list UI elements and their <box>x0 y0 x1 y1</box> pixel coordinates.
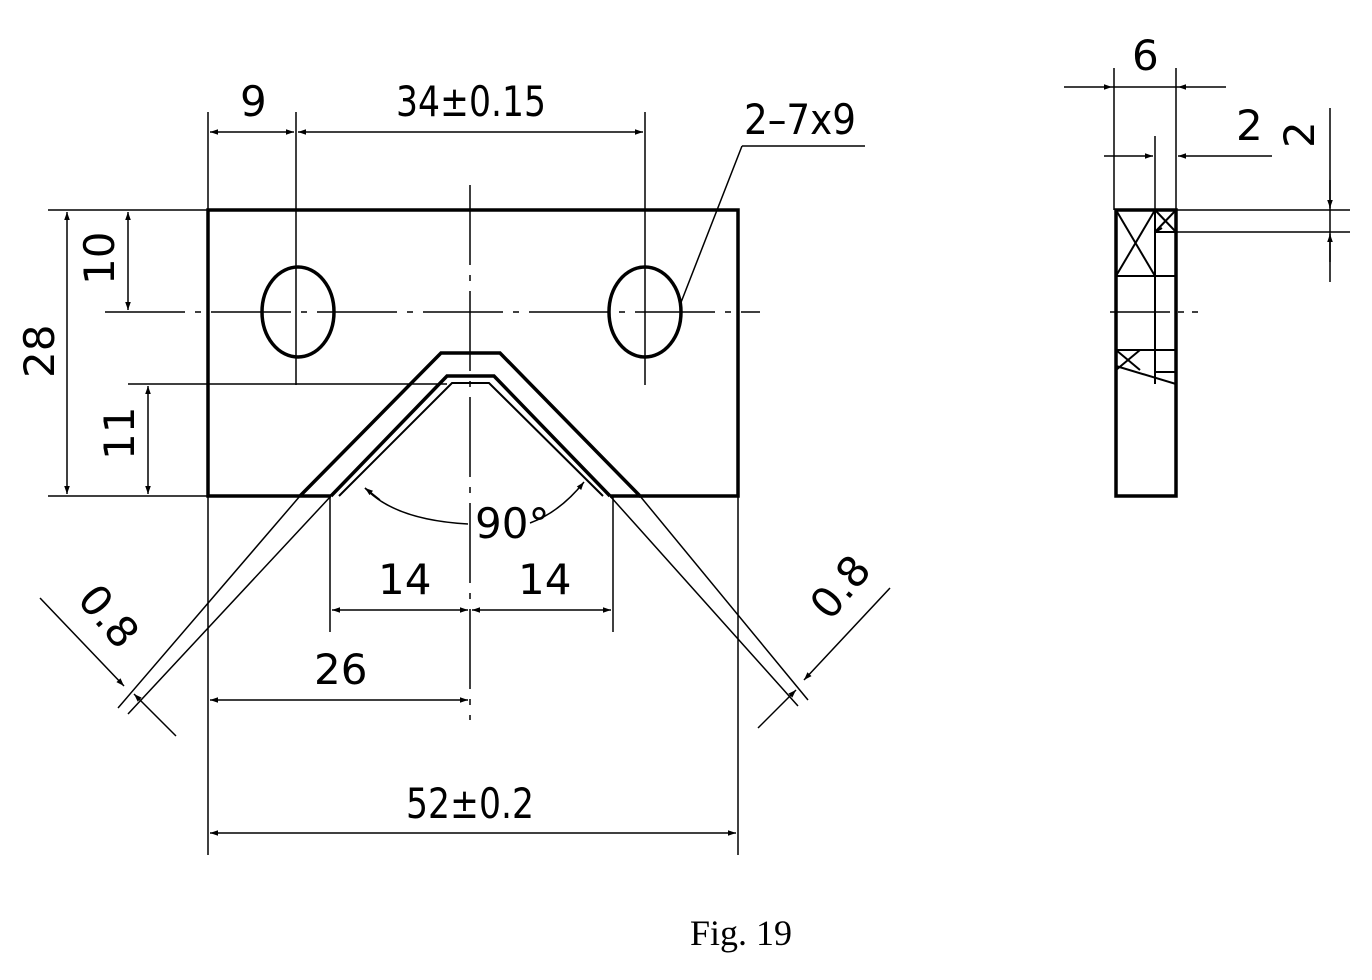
center-lines <box>105 185 760 720</box>
dim-10: 10 <box>75 232 124 285</box>
dim-9: 9 <box>240 77 267 126</box>
side-view-outline <box>1114 208 1178 498</box>
side-extension-lines <box>1113 68 1350 282</box>
dim-angle: 90° <box>475 499 549 548</box>
dim-52: 52±0.2 <box>406 779 534 828</box>
dim-side-2a: 2 <box>1236 101 1263 150</box>
dim-14-left: 14 <box>378 555 431 604</box>
dimension-lines <box>39 129 891 836</box>
dim-holes: 2–7x9 <box>744 95 856 144</box>
dim-side-6: 6 <box>1132 31 1159 80</box>
dim-08-right: 0.8 <box>800 546 880 629</box>
dim-14-right: 14 <box>518 555 571 604</box>
side-view-details <box>1115 209 1177 385</box>
dim-08-left: 0.8 <box>68 575 148 658</box>
dim-26: 26 <box>314 645 367 694</box>
figure-caption: Fig. 19 <box>690 913 793 953</box>
groove-inner-line <box>338 382 604 497</box>
dim-28: 28 <box>15 325 64 378</box>
dim-11: 11 <box>95 407 144 460</box>
extension-lines <box>48 112 865 855</box>
dimension-texts: 9 34±0.15 2–7x9 10 28 11 90° 14 14 26 0.… <box>15 31 1324 828</box>
dim-34: 34±0.15 <box>396 77 546 126</box>
side-dimension-lines <box>1064 84 1333 262</box>
dim-side-2b: 2 <box>1275 121 1324 148</box>
